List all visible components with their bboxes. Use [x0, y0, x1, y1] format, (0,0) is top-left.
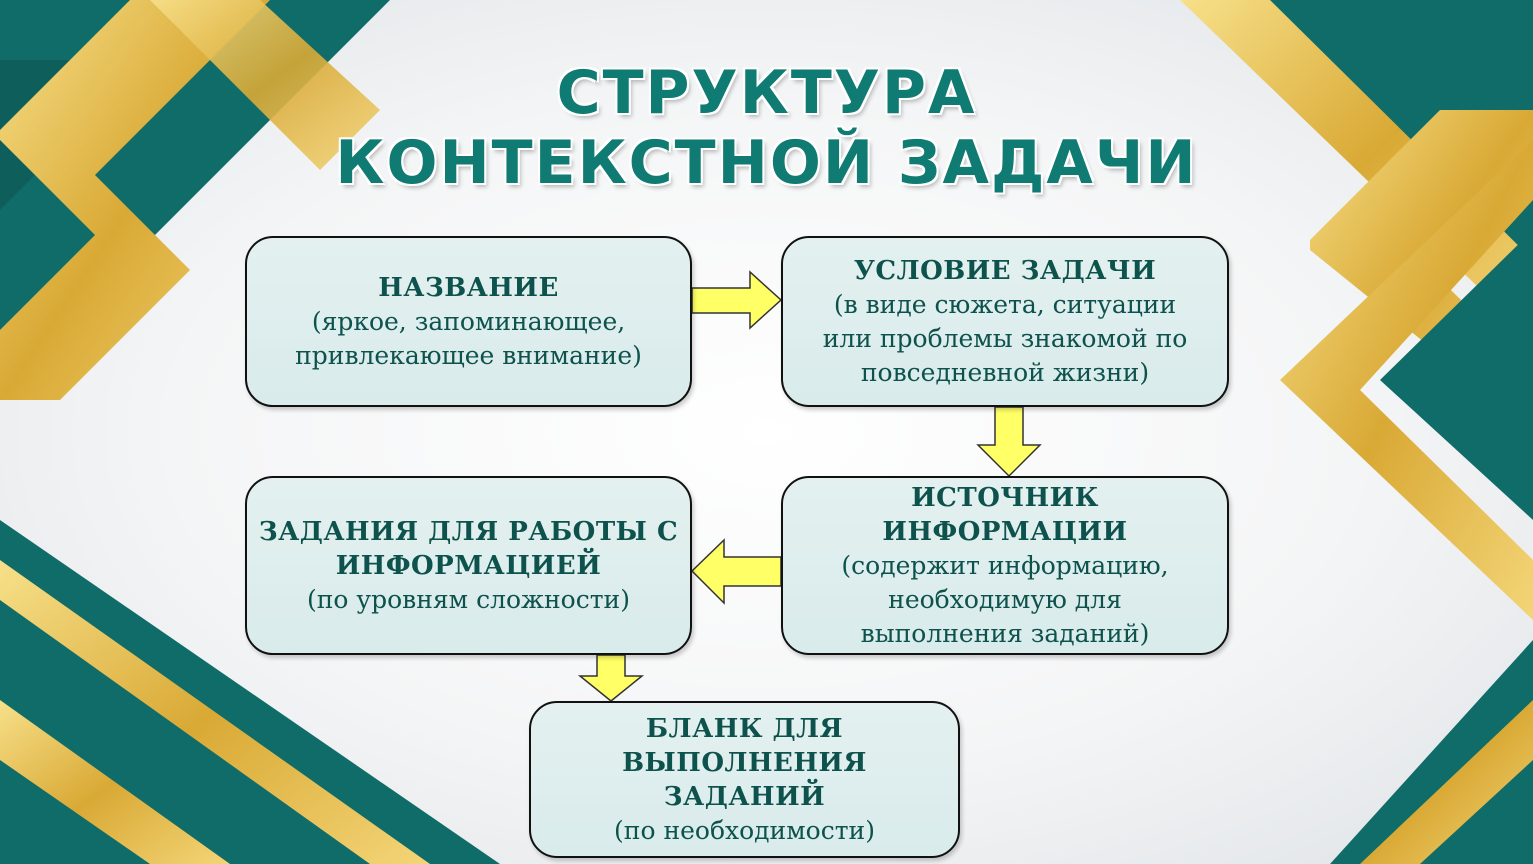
box-subtext: повседневной жизни): [860, 357, 1150, 387]
box-subtext: (содержит информацию,: [841, 550, 1169, 580]
box-subtext: выполнения заданий): [860, 618, 1150, 648]
box-heading: ВЫПОЛНЕНИЯ: [622, 747, 867, 778]
box-subtext: необходимую для: [888, 584, 1122, 614]
box-heading: ИНФОРМАЦИИ: [882, 516, 1128, 547]
box-heading: ЗАДАНИЯ ДЛЯ РАБОТЫ С: [258, 516, 679, 547]
box-tasks: ЗАДАНИЯ ДЛЯ РАБОТЫ С ИНФОРМАЦИЕЙ (по уро…: [245, 476, 692, 655]
box-source: ИСТОЧНИК ИНФОРМАЦИИ (содержит информацию…: [781, 476, 1229, 655]
box-subtext: (яркое, запоминающее,: [311, 306, 626, 336]
box-title: НАЗВАНИЕ (яркое, запоминающее, привлекаю…: [245, 236, 692, 407]
box-subtext: (по уровням сложности): [307, 584, 630, 614]
box-subtext: или проблемы знакомой по: [822, 323, 1188, 353]
box-heading: ИНФОРМАЦИЕЙ: [335, 550, 602, 581]
box-heading: УСЛОВИЕ ЗАДАЧИ: [853, 255, 1157, 286]
box-subtext: (в виде сюжета, ситуации: [833, 289, 1177, 319]
box-heading: БЛАНК ДЛЯ: [645, 713, 844, 744]
title-line-2: КОНТЕКСТНОЙ ЗАДАЧИ: [335, 128, 1198, 198]
title-line-1: СТРУКТУРА: [556, 58, 977, 128]
box-heading: НАЗВАНИЕ: [378, 272, 559, 303]
box-heading: ИСТОЧНИК: [911, 482, 1099, 513]
box-condition: УСЛОВИЕ ЗАДАЧИ (в виде сюжета, ситуации …: [781, 236, 1229, 407]
box-subtext: привлекающее внимание): [295, 340, 642, 370]
box-heading: ЗАДАНИЙ: [663, 781, 826, 812]
box-subtext: (по необходимости): [614, 815, 875, 845]
box-form: БЛАНК ДЛЯ ВЫПОЛНЕНИЯ ЗАДАНИЙ (по необход…: [529, 701, 960, 858]
